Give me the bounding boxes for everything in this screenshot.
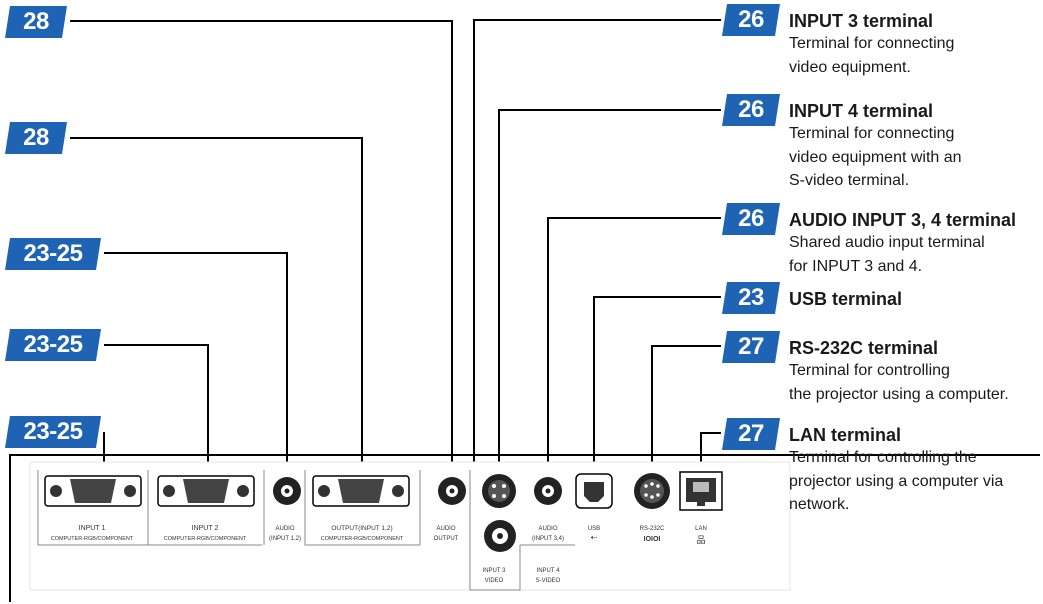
- leader-line-audio-output: [70, 20, 453, 480]
- ref-badge-usb: 23: [722, 282, 780, 314]
- ref-badge-lan: 27: [722, 418, 780, 450]
- label-output-sub: COMPUTER-RGB/COMPONENT: [321, 536, 404, 542]
- leader-line-audio-12: [104, 252, 288, 480]
- label-rs232c-sub: IOIOI: [644, 536, 661, 543]
- svideo-jack-input4: [482, 474, 516, 508]
- projector-back-panel: [9, 454, 1040, 602]
- desc-title: LAN terminal: [789, 425, 902, 445]
- desc-rs232c: RS-232C terminal Terminal for controllin…: [789, 337, 1009, 406]
- ref-badge-rs232c: 27: [722, 331, 780, 363]
- label-input2: INPUT 2: [192, 525, 219, 532]
- ref-badge-label: 28: [23, 124, 49, 151]
- label-input2-sub: COMPUTER-RGB/COMPONENT: [164, 536, 247, 542]
- ref-badge-label: 26: [738, 205, 764, 232]
- ref-badge-label: 26: [738, 96, 764, 123]
- ref-badge-label: 23: [738, 284, 764, 311]
- desc-line: Terminal for connecting: [789, 35, 955, 52]
- ref-badge-label: 27: [738, 333, 764, 360]
- network-icon: 品: [696, 535, 705, 545]
- ref-badge-label: 27: [738, 420, 764, 447]
- desc-title: INPUT 4 terminal: [789, 101, 934, 121]
- desc-title: USB terminal: [789, 289, 903, 309]
- label-usb: USB: [588, 526, 600, 532]
- desc-line: for INPUT 3 and 4.: [789, 257, 923, 275]
- usb-symbol-icon: ⇠: [591, 533, 598, 542]
- vga-connector-output: [312, 475, 410, 507]
- audio-jack-input12: [273, 477, 301, 505]
- usb-port: [575, 473, 613, 509]
- rs232c-port: [634, 473, 670, 509]
- ref-badge-output: 28: [5, 122, 67, 154]
- label-input3: INPUT 3: [483, 568, 507, 574]
- label-input1-sub: COMPUTER-RGB/COMPONENT: [51, 536, 134, 542]
- leader-line-input3: [473, 19, 721, 529]
- desc-input4: INPUT 4 terminal Terminal for connecting…: [789, 100, 962, 193]
- label-output: OUTPUT(INPUT 1,2): [331, 525, 392, 532]
- label-rs232c: RS-232C: [640, 526, 665, 532]
- desc-lan: LAN terminal Terminal for controlling th…: [789, 424, 1003, 517]
- label-audio34: AUDIO: [538, 526, 557, 532]
- audio-jack-input34: [534, 477, 562, 505]
- desc-line: the projector using a computer.: [789, 385, 1009, 403]
- label-audio12-sub: (INPUT 1,2): [269, 536, 301, 542]
- audio-jack-output: [438, 477, 466, 505]
- ref-badge-label: 28: [23, 8, 49, 35]
- panel-dividers: [37, 470, 575, 591]
- ref-badge-label: 23-25: [23, 418, 83, 445]
- label-input3-sub: VIDEO: [485, 578, 504, 584]
- lan-port: [679, 471, 723, 511]
- desc-title: RS-232C terminal: [789, 338, 939, 358]
- ref-badge-input1: 23-25: [5, 416, 101, 448]
- vga-connector-input2: [157, 475, 255, 507]
- desc-audio-34: AUDIO INPUT 3, 4 terminal Shared audio i…: [789, 209, 1016, 278]
- ref-badge-input2: 23-25: [5, 329, 101, 361]
- label-audio-out-sub: OUTPUT: [434, 536, 459, 542]
- label-lan: LAN: [695, 526, 707, 532]
- desc-line: S-video terminal.: [789, 172, 910, 189]
- leader-line-output: [70, 137, 363, 480]
- desc-line: projector using a computer via: [789, 472, 1004, 490]
- panel-face: [29, 461, 791, 591]
- ref-badge-audio-12: 23-25: [5, 238, 101, 270]
- desc-line: video equipment with an: [789, 148, 962, 166]
- leader-lines: [70, 19, 721, 529]
- label-input4: INPUT 4: [537, 568, 561, 574]
- desc-line: Shared audio input terminal: [789, 234, 985, 251]
- label-audio-out: AUDIO: [436, 526, 455, 532]
- leader-line-usb: [593, 296, 721, 474]
- desc-line: Terminal for connecting: [789, 125, 955, 142]
- ref-badge-audio-34: 26: [722, 203, 780, 235]
- desc-title: AUDIO INPUT 3, 4 terminal: [789, 210, 1017, 230]
- desc-input3: INPUT 3 terminal Terminal for connecting…: [789, 10, 954, 79]
- desc-title: INPUT 3 terminal: [789, 11, 934, 31]
- desc-line: video equipment.: [789, 58, 911, 76]
- ref-badge-label: 23-25: [23, 240, 83, 267]
- ref-badge-label: 23-25: [23, 331, 83, 358]
- ref-badge-input4: 26: [722, 94, 780, 126]
- ref-badge-label: 26: [738, 6, 764, 33]
- ref-badge-input3: 26: [722, 4, 780, 36]
- label-input1: INPUT 1: [79, 525, 106, 532]
- label-input4-sub: S-VIDEO: [536, 578, 561, 584]
- label-audio12: AUDIO: [275, 526, 294, 532]
- desc-line: Terminal for controlling the: [789, 449, 977, 466]
- leader-line-input2: [104, 344, 209, 478]
- video-jack-input3: [484, 520, 516, 552]
- desc-line: Terminal for controlling: [789, 362, 950, 379]
- desc-line: network.: [789, 496, 850, 513]
- ref-badge-audio-output: 28: [5, 6, 67, 38]
- vga-connector-input1: [44, 475, 142, 507]
- leader-line-rs232c: [651, 345, 721, 476]
- label-audio34-sub: (INPUT 3,4): [532, 536, 564, 542]
- leader-line-audio-34: [547, 217, 721, 480]
- leader-line-input4: [498, 109, 721, 480]
- desc-usb: USB terminal: [789, 288, 902, 310]
